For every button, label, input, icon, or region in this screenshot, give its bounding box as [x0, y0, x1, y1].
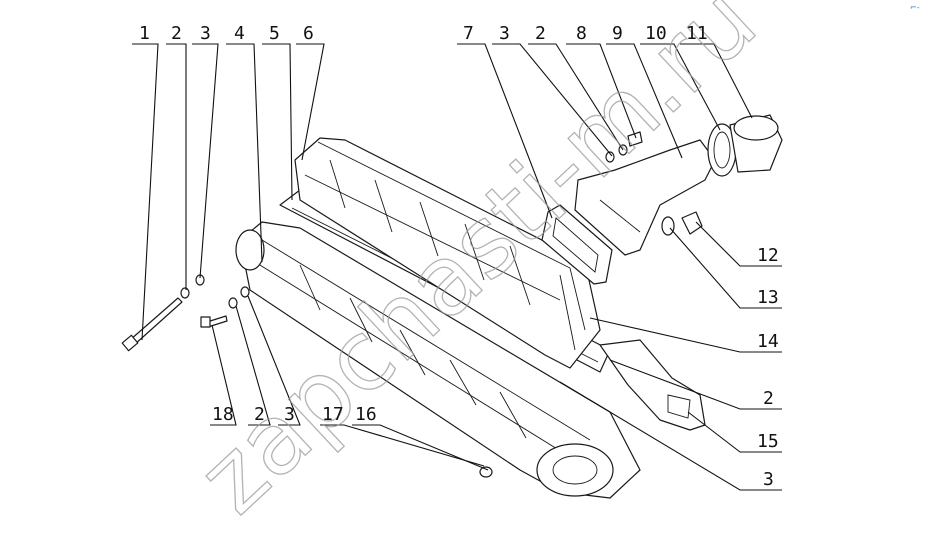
- callout-16: 16: [355, 404, 377, 425]
- corner-mark: ⌐-: [910, 3, 920, 12]
- callout-14: 14: [757, 331, 779, 352]
- small-fasteners: [180, 131, 703, 478]
- outlet-gasket-square: [541, 204, 613, 285]
- long-bolt: [121, 297, 183, 352]
- heat-shield-end-plate: [599, 339, 706, 431]
- callout-2: 2: [171, 23, 182, 44]
- callout-11: 11: [686, 23, 708, 44]
- callout-17: 17: [322, 404, 344, 425]
- callout-3: 3: [200, 23, 211, 44]
- exhaust-tube: [729, 114, 783, 173]
- callout-5: 5: [269, 23, 280, 44]
- callout-12: 12: [757, 245, 779, 266]
- callout-18: 18: [212, 404, 234, 425]
- outlet-elbow-pipe: [574, 139, 716, 256]
- callout-10: 10: [645, 23, 667, 44]
- leader-lines: [132, 43, 782, 491]
- exhaust-manifold-lower: [235, 221, 641, 499]
- callout-2d: 2: [254, 404, 265, 425]
- callout-2b: 2: [535, 23, 546, 44]
- callout-labels: 1 2 3 4 5 6 7 3 2 8 9 10 11 12 13 14 2 1…: [139, 23, 779, 490]
- callout-1: 1: [139, 23, 150, 44]
- callout-6: 6: [303, 23, 314, 44]
- callout-7: 7: [463, 23, 474, 44]
- callout-2c: 2: [763, 388, 774, 409]
- short-bolt: [200, 315, 228, 328]
- callout-3b: 3: [499, 23, 510, 44]
- callout-8: 8: [576, 23, 587, 44]
- callout-13: 13: [757, 287, 779, 308]
- callout-9: 9: [612, 23, 623, 44]
- callout-15: 15: [757, 431, 779, 452]
- heat-shield-upper: [294, 137, 601, 369]
- callout-3c: 3: [763, 469, 774, 490]
- callout-3d: 3: [284, 404, 295, 425]
- callout-4: 4: [234, 23, 245, 44]
